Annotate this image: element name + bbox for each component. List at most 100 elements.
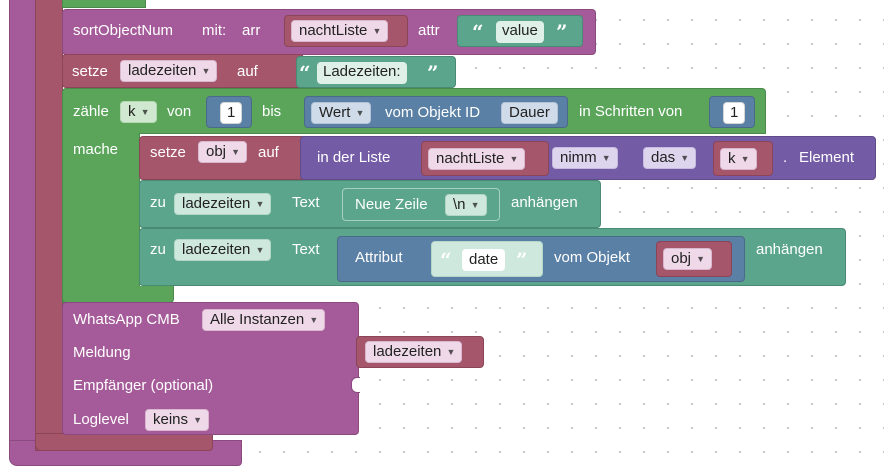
loglevel-label: Loglevel bbox=[73, 411, 129, 428]
set-ladezeiten-block[interactable]: setze ladezeiten▼ auf bbox=[62, 54, 304, 88]
step-field[interactable]: 1 bbox=[723, 102, 746, 124]
meldung-var-dropdown[interactable]: ladezeiten▼ bbox=[365, 341, 463, 363]
sort-mit-label: mit: bbox=[202, 22, 227, 39]
index-var-value: k bbox=[728, 150, 736, 167]
count-var-dropdown[interactable]: k▼ bbox=[120, 101, 157, 123]
append1-var-value: ladezeiten bbox=[182, 195, 251, 212]
arr-variable-block[interactable]: nachtListe▼ bbox=[284, 15, 408, 47]
get-value-block[interactable]: Wert ▼ vom Objekt ID Dauer bbox=[304, 96, 568, 128]
append2-var-dropdown[interactable]: ladezeiten▼ bbox=[174, 239, 272, 261]
dropdown-arrow-icon: ▼ bbox=[740, 154, 750, 164]
count-loop-body[interactable]: mache bbox=[62, 133, 140, 303]
obj-var-value: obj bbox=[671, 250, 692, 267]
inner-container-block[interactable] bbox=[35, 0, 63, 451]
quote-close-icon: ” bbox=[556, 20, 568, 44]
list-suffix-label: . bbox=[783, 149, 788, 166]
append-attribute-block[interactable]: zu ladezeiten▼ Text Attribut “ date ” vo… bbox=[139, 228, 846, 286]
obj-var-dropdown[interactable]: obj ▼ bbox=[663, 248, 713, 270]
element-label: Element bbox=[799, 149, 855, 166]
attr-text-block[interactable]: “ value ” bbox=[457, 15, 583, 47]
append1-var-dropdown[interactable]: ladezeiten ▼ bbox=[174, 193, 272, 215]
meldung-label: Meldung bbox=[73, 344, 131, 361]
set-obj-var-dropdown[interactable]: obj▼ bbox=[198, 141, 248, 163]
count-var-value: k bbox=[128, 103, 136, 120]
meldung-var-block[interactable]: ladezeiten▼ bbox=[356, 336, 484, 368]
sort-arr-label: arr bbox=[242, 22, 261, 39]
step-block[interactable]: 1 bbox=[709, 96, 755, 128]
ladezeiten-text-value: Ladezeiten: bbox=[323, 63, 401, 80]
append2-text-label: Text bbox=[292, 241, 320, 258]
dropdown-arrow-icon: ▼ bbox=[696, 254, 706, 264]
loglevel-dropdown[interactable]: keins ▼ bbox=[145, 409, 210, 431]
list-var-dropdown[interactable]: nachtListe▼ bbox=[428, 148, 526, 170]
wert-dropdown[interactable]: Wert ▼ bbox=[311, 102, 372, 124]
sort-attr-label: attr bbox=[418, 22, 440, 39]
quote-open-icon: “ bbox=[472, 20, 484, 44]
dropdown-arrow-icon: ▼ bbox=[140, 107, 150, 117]
set-auf-label: auf bbox=[237, 63, 258, 80]
dropdown-arrow-icon: ▼ bbox=[255, 199, 265, 209]
set-obj-block[interactable]: setze obj▼ auf bbox=[139, 136, 307, 180]
ladezeiten-text-field[interactable]: Ladezeiten: bbox=[317, 62, 407, 84]
dropdown-arrow-icon: ▼ bbox=[193, 415, 203, 425]
append-newline-block[interactable]: zu ladezeiten▼ Text Neue Zeile \n▼ anhän… bbox=[139, 180, 601, 228]
list-get-block[interactable]: in der Liste nachtListe▼ nimm▼ das▼ k▼ .… bbox=[300, 136, 876, 180]
list-mode-value: nimm bbox=[560, 149, 597, 166]
loglevel-value: keins bbox=[153, 411, 189, 428]
attr-date-text-block[interactable]: “ date ” bbox=[431, 241, 543, 277]
dropdown-arrow-icon: ▼ bbox=[309, 315, 319, 325]
whatsapp-instance-dropdown[interactable]: Alle Instanzen ▼ bbox=[202, 309, 326, 331]
quote-open-icon: “ bbox=[440, 248, 452, 272]
vom-objekt-label: vom Objekt bbox=[554, 249, 630, 266]
newline-dropdown[interactable]: \n▼ bbox=[445, 194, 487, 216]
dropdown-arrow-icon: ▼ bbox=[470, 200, 480, 210]
wert-value: Wert bbox=[319, 104, 351, 121]
count-from-block[interactable]: 1 bbox=[206, 96, 252, 128]
attr-date-field[interactable]: date bbox=[462, 249, 506, 271]
count-from-field[interactable]: 1 bbox=[220, 102, 243, 124]
index-var-block[interactable]: k▼ bbox=[713, 141, 773, 176]
obj-var-block[interactable]: obj ▼ bbox=[656, 241, 732, 277]
arr-variable-dropdown[interactable]: nachtListe▼ bbox=[291, 20, 389, 42]
append1-zu-label: zu bbox=[150, 194, 166, 211]
list-from-value: das bbox=[651, 149, 676, 166]
newline-block[interactable]: Neue Zeile \n▼ bbox=[342, 188, 500, 221]
whatsapp-label: WhatsApp CMB bbox=[73, 311, 180, 328]
recipient-input-socket[interactable] bbox=[351, 377, 360, 393]
whatsapp-block[interactable]: WhatsApp CMB Alle Instanzen ▼ Meldung Emp… bbox=[62, 302, 359, 435]
step-label: in Schritten von bbox=[579, 103, 683, 120]
count-loop-block[interactable]: zähle k▼ von 1 bis Wert▼ vom Objekt ID D… bbox=[62, 88, 766, 134]
vom-objekt-id-label: vom Objekt ID bbox=[385, 104, 481, 121]
quote-close-icon: ” bbox=[516, 248, 528, 272]
ladezeiten-text-block[interactable]: “ Ladezeiten: ” bbox=[296, 56, 456, 88]
dropdown-arrow-icon: ▼ bbox=[231, 147, 241, 157]
list-from-dropdown[interactable]: das ▼ bbox=[643, 147, 697, 169]
in-der-liste-label: in der Liste bbox=[317, 149, 391, 166]
count-von-label: von bbox=[167, 103, 192, 120]
quote-close-icon: ” bbox=[427, 61, 439, 85]
set-var-dropdown[interactable]: ladezeiten▼ bbox=[120, 60, 218, 82]
step-value: 1 bbox=[730, 104, 739, 121]
inner-container-bottom[interactable] bbox=[35, 433, 213, 451]
object-id-value: Dauer bbox=[509, 104, 550, 121]
object-id-field[interactable]: Dauer bbox=[501, 102, 558, 124]
list-mode-dropdown[interactable]: nimm ▼ bbox=[552, 147, 618, 169]
sort-object-num-block[interactable]: sortObjectNum mit: arr nachtListe▼ attr … bbox=[62, 9, 596, 55]
meldung-var-value: ladezeiten bbox=[373, 343, 442, 360]
attribut-label: Attribut bbox=[355, 249, 403, 266]
get-attribute-block[interactable]: Attribut “ date ” vom Objekt obj ▼ bbox=[337, 236, 745, 282]
attr-text-field[interactable]: value bbox=[496, 21, 544, 43]
dropdown-arrow-icon: ▼ bbox=[355, 108, 365, 118]
dropdown-arrow-icon: ▼ bbox=[601, 153, 611, 163]
whatsapp-instance-value: Alle Instanzen bbox=[210, 311, 305, 328]
set-var-value: ladezeiten bbox=[128, 62, 197, 79]
sort-label: sortObjectNum bbox=[73, 22, 174, 39]
dropdown-arrow-icon: ▼ bbox=[680, 153, 690, 163]
set-obj-label: setze bbox=[150, 144, 186, 161]
list-var-block[interactable]: nachtListe▼ bbox=[421, 141, 549, 176]
empfaenger-label: Empfänger (optional) bbox=[73, 377, 214, 394]
index-var-dropdown[interactable]: k▼ bbox=[720, 148, 757, 170]
count-from-value: 1 bbox=[227, 104, 236, 121]
append2-anhaengen-label: anhängen bbox=[756, 241, 823, 258]
attr-text-value: value bbox=[502, 22, 538, 39]
